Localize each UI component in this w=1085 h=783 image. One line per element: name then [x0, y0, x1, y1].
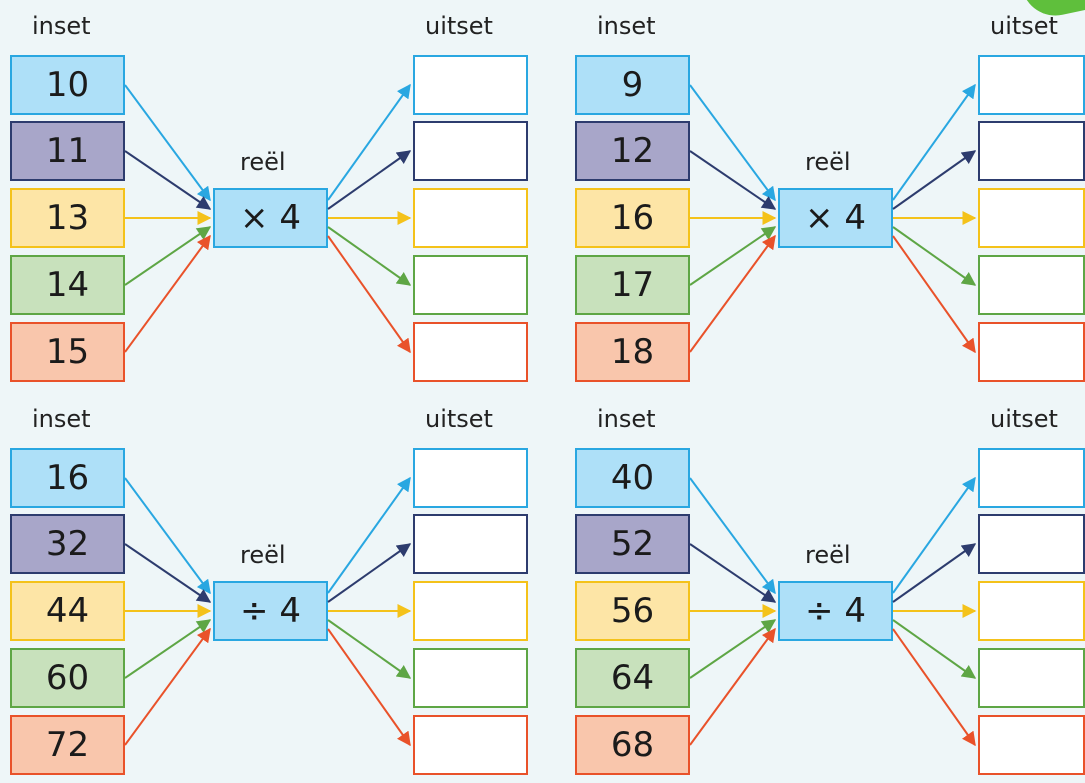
uitset-label: uitset — [990, 405, 1058, 433]
output-answer-box[interactable] — [413, 55, 528, 115]
output-arrow — [327, 235, 411, 354]
input-box: 18 — [575, 322, 690, 382]
output-answer-box[interactable] — [413, 322, 528, 382]
input-box: 16 — [575, 188, 690, 248]
input-arrow — [689, 84, 776, 202]
output-arrow — [327, 543, 412, 603]
input-box: 44 — [10, 581, 125, 641]
output-arrow — [327, 628, 411, 747]
output-answer-box[interactable] — [413, 121, 528, 181]
input-arrow — [124, 234, 211, 353]
output-arrow — [892, 628, 976, 747]
input-box: 17 — [575, 255, 690, 315]
output-answer-box[interactable] — [413, 514, 528, 574]
output-answer-box[interactable] — [413, 581, 528, 641]
output-answer-box[interactable] — [413, 648, 528, 708]
input-box: 52 — [575, 514, 690, 574]
input-box: 15 — [10, 322, 125, 382]
input-box: 32 — [10, 514, 125, 574]
input-box: 14 — [10, 255, 125, 315]
inset-label: inset — [32, 405, 91, 433]
output-arrow — [892, 83, 976, 201]
rule-box: × 4 — [778, 188, 893, 248]
input-box: 40 — [575, 448, 690, 508]
input-arrow — [689, 543, 777, 603]
input-arrow — [124, 226, 212, 286]
input-arrow — [124, 543, 212, 603]
arrows — [689, 83, 977, 354]
output-answer-box[interactable] — [413, 715, 528, 775]
uitset-label: uitset — [425, 405, 493, 433]
rule-box: ÷ 4 — [778, 581, 893, 641]
rule-box: × 4 — [213, 188, 328, 248]
rule-label: reël — [240, 148, 286, 176]
uitset-label: uitset — [425, 12, 493, 40]
output-answer-box[interactable] — [978, 188, 1085, 248]
input-arrow — [124, 627, 211, 746]
output-answer-box[interactable] — [978, 514, 1085, 574]
input-arrow — [689, 627, 776, 746]
input-box: 60 — [10, 648, 125, 708]
input-box: 13 — [10, 188, 125, 248]
output-answer-box[interactable] — [413, 188, 528, 248]
input-arrow — [124, 150, 212, 210]
output-answer-box[interactable] — [978, 255, 1085, 315]
output-arrow — [327, 150, 412, 210]
output-answer-box[interactable] — [978, 715, 1085, 775]
input-box: 64 — [575, 648, 690, 708]
output-answer-box[interactable] — [978, 648, 1085, 708]
function-machine-2: inset uitset reël 9 12 16 17 18 × 4 — [575, 0, 1085, 390]
output-arrow — [892, 543, 977, 603]
input-box: 16 — [10, 448, 125, 508]
input-arrow — [689, 150, 777, 210]
output-arrow — [892, 226, 977, 286]
rule-label: reël — [805, 148, 851, 176]
rule-box: ÷ 4 — [213, 581, 328, 641]
output-arrow — [327, 83, 411, 201]
input-arrow — [124, 477, 211, 595]
output-answer-box[interactable] — [978, 581, 1085, 641]
input-arrow — [689, 226, 777, 286]
output-arrow — [892, 150, 977, 210]
input-box: 9 — [575, 55, 690, 115]
output-arrow — [892, 619, 977, 679]
function-machine-1: inset uitset reël 10 11 13 14 15 × 4 — [10, 0, 550, 390]
rule-label: reël — [805, 541, 851, 569]
input-box: 10 — [10, 55, 125, 115]
output-answer-box[interactable] — [413, 448, 528, 508]
output-answer-box[interactable] — [978, 322, 1085, 382]
arrows — [124, 83, 412, 354]
arrows — [689, 476, 977, 747]
input-arrow — [689, 477, 776, 595]
output-arrow — [327, 619, 412, 679]
input-arrow — [689, 619, 777, 679]
input-box: 56 — [575, 581, 690, 641]
input-box: 68 — [575, 715, 690, 775]
output-arrow — [327, 226, 412, 286]
output-arrow — [327, 476, 411, 594]
input-arrow — [124, 619, 212, 679]
input-arrow — [124, 84, 211, 202]
uitset-label: uitset — [990, 12, 1058, 40]
input-box: 72 — [10, 715, 125, 775]
input-box: 11 — [10, 121, 125, 181]
function-machine-3: inset uitset reël 16 32 44 60 72 ÷ 4 — [10, 393, 550, 783]
output-arrow — [892, 476, 976, 594]
inset-label: inset — [597, 12, 656, 40]
inset-label: inset — [597, 405, 656, 433]
output-answer-box[interactable] — [413, 255, 528, 315]
output-answer-box[interactable] — [978, 448, 1085, 508]
output-answer-box[interactable] — [978, 121, 1085, 181]
input-box: 12 — [575, 121, 690, 181]
arrows — [124, 476, 412, 747]
output-arrow — [892, 235, 976, 354]
function-machine-4: inset uitset reël 40 52 56 64 68 ÷ 4 — [575, 393, 1085, 783]
inset-label: inset — [32, 12, 91, 40]
output-answer-box[interactable] — [978, 55, 1085, 115]
input-arrow — [689, 234, 776, 353]
rule-label: reël — [240, 541, 286, 569]
